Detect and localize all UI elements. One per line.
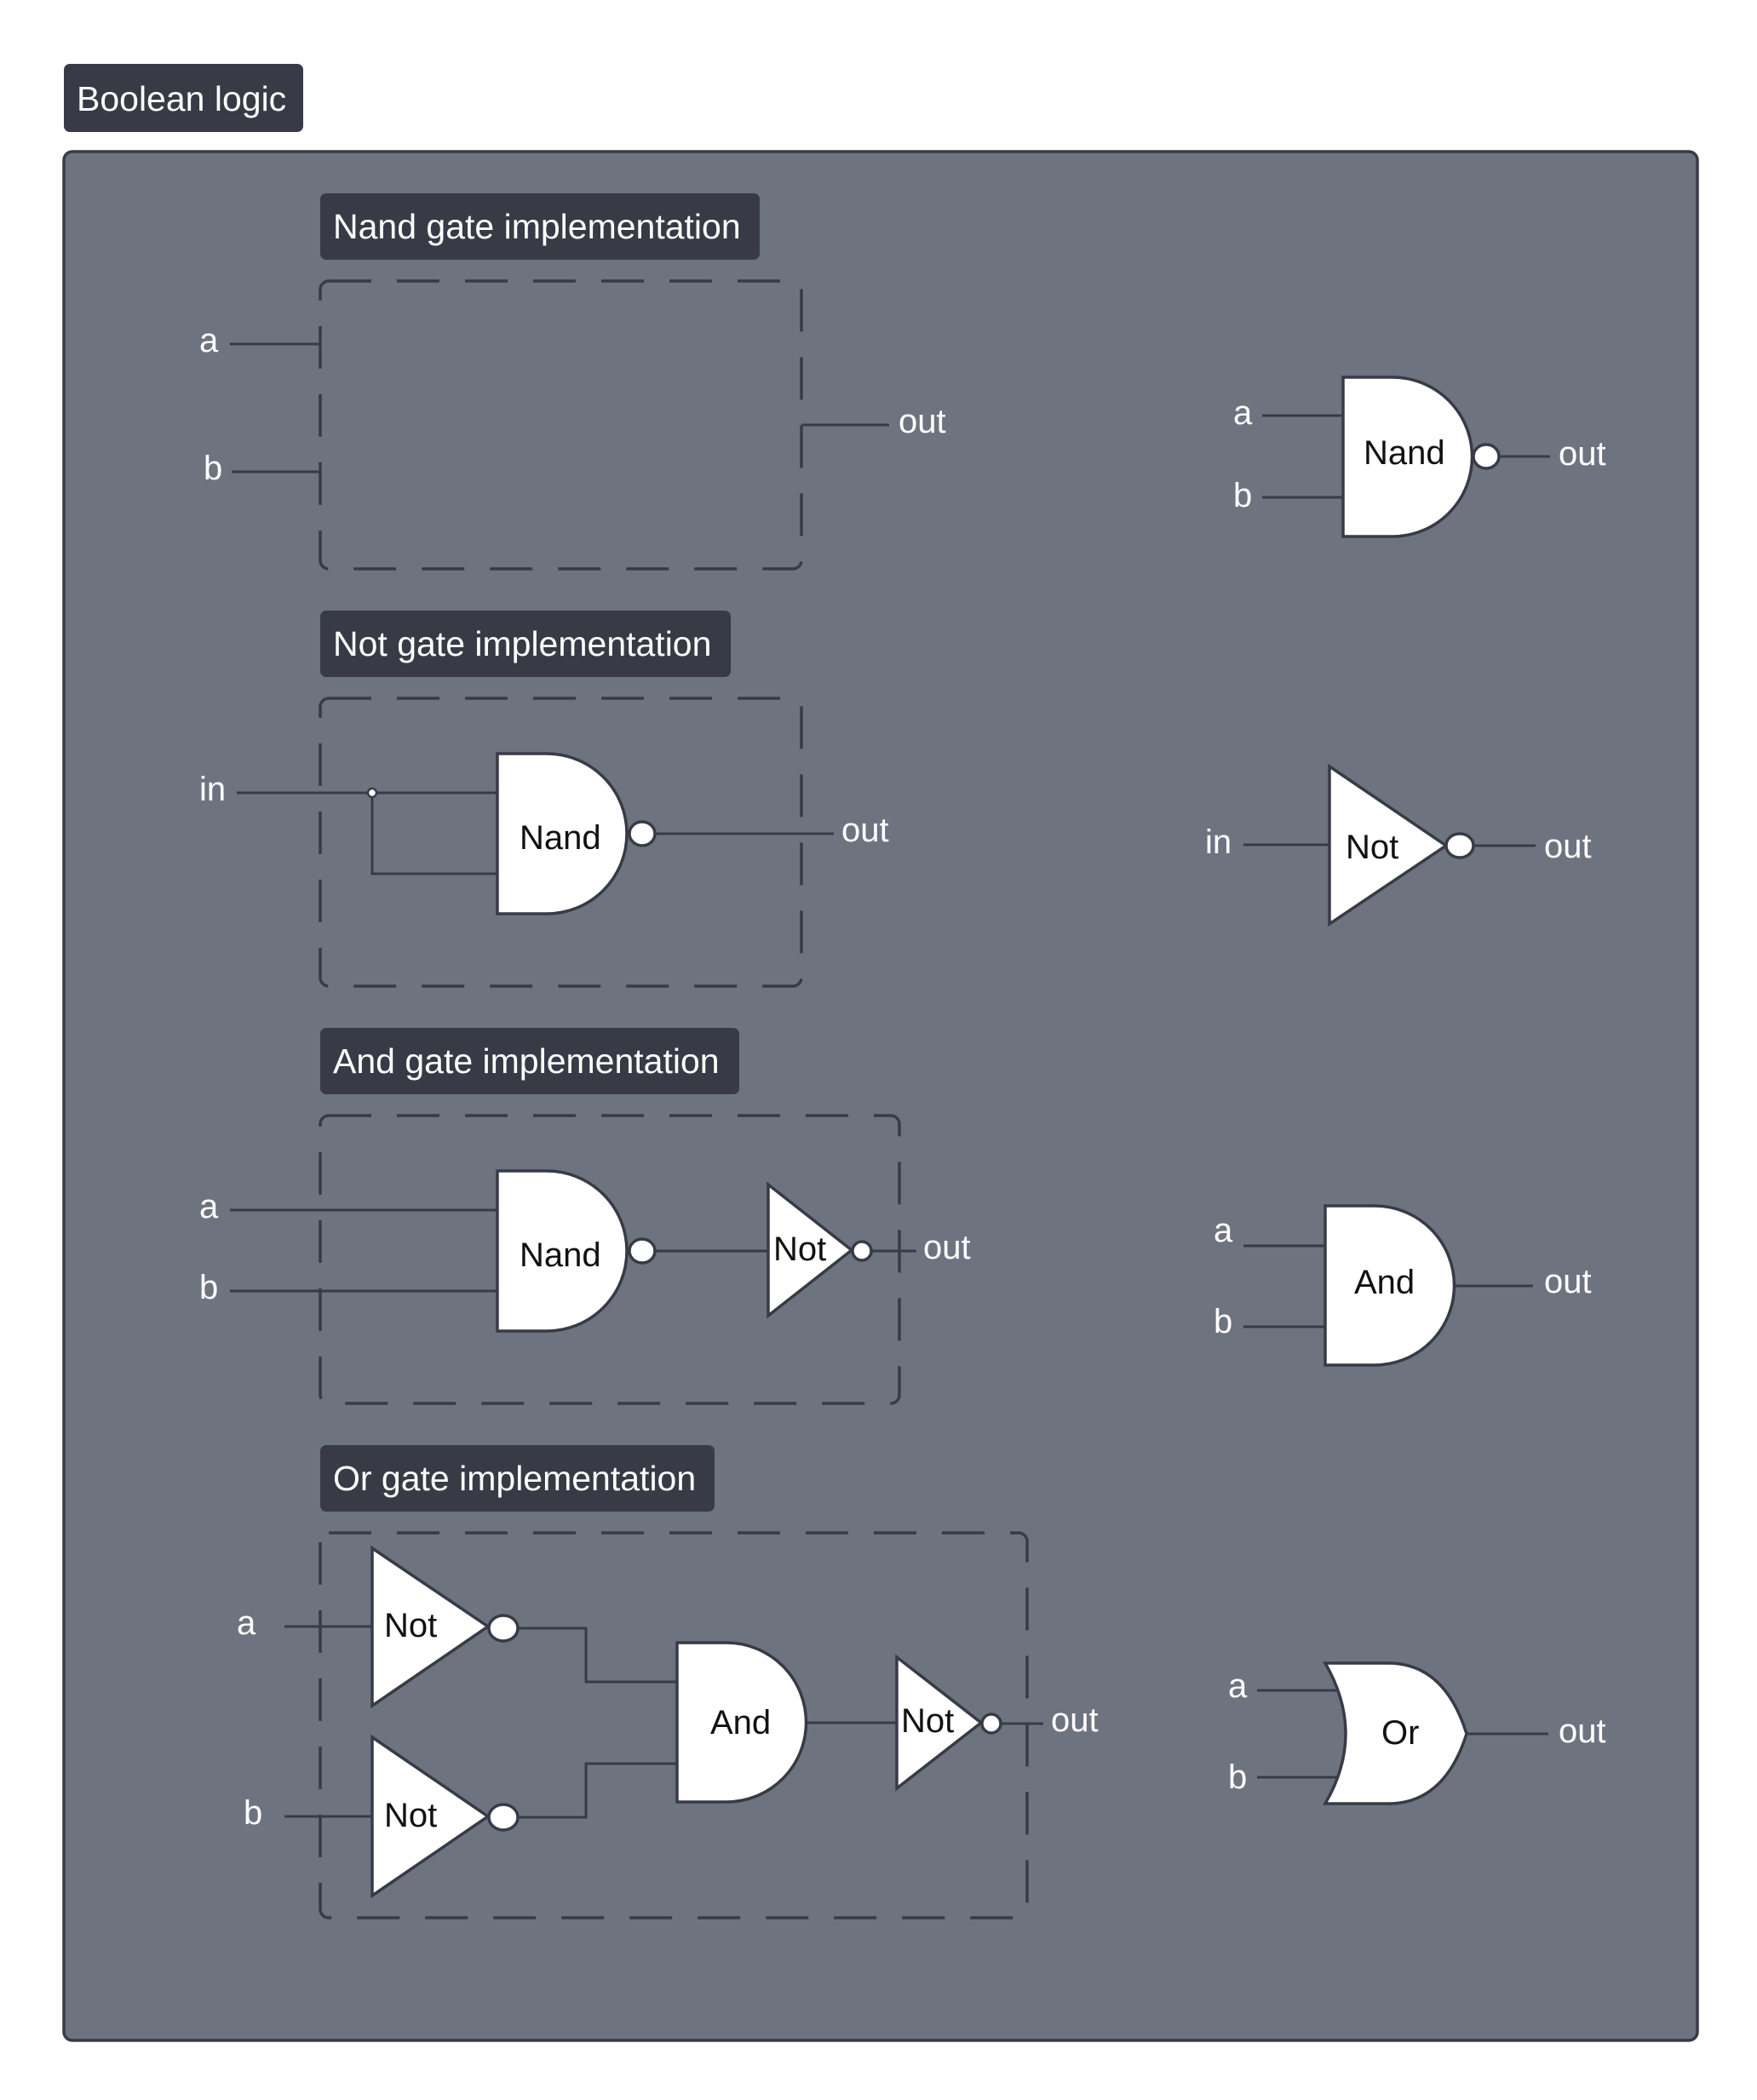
and-impl-pin-b: b	[199, 1269, 218, 1306]
or-impl-not-out-bubble	[980, 1713, 1002, 1735]
and-symbol-pin-out: out	[1544, 1263, 1592, 1300]
nand-impl-box	[319, 279, 803, 571]
not-impl-nand-label: Nand	[520, 819, 601, 857]
nand-symbol: Nand a b out	[1233, 376, 1606, 538]
and-impl-pin-a: a	[199, 1188, 219, 1225]
and-symbol-label: And	[1354, 1264, 1415, 1301]
not-symbol-bubble	[1444, 832, 1475, 859]
or-impl-not-a-bubble	[487, 1614, 520, 1643]
or-symbol-pin-b: b	[1228, 1759, 1247, 1796]
or-impl-and-label: And	[710, 1704, 771, 1741]
nand-symbol-pin-b: b	[1233, 477, 1252, 514]
or-symbol-pin-out: out	[1559, 1713, 1606, 1750]
and-impl-pin-out: out	[923, 1229, 971, 1266]
or-symbol-gate	[1322, 1661, 1468, 1805]
nand-section-title: Nand gate implementation	[333, 207, 741, 246]
or-impl-not-a-gate	[370, 1545, 491, 1709]
and-symbol-gate	[1323, 1204, 1456, 1367]
or-section-title: Or gate implementation	[333, 1459, 696, 1498]
not-symbol-label: Not	[1346, 829, 1398, 866]
or-impl-wire-not-a-to-and	[518, 1627, 677, 1684]
not-impl-box	[319, 697, 803, 988]
not-impl-pin-in: in	[199, 771, 226, 808]
or-symbol-pin-a: a	[1228, 1667, 1248, 1705]
not-symbol: Not in out	[1205, 763, 1592, 927]
or-impl-not-a-label: Not	[384, 1607, 437, 1644]
not-impl-junction	[366, 787, 378, 799]
or-impl-wire-not-b-to-and	[518, 1762, 677, 1819]
and-impl-box	[319, 1114, 901, 1405]
and-impl-nand-bubble	[628, 1237, 657, 1265]
or-symbol-label: Or	[1381, 1714, 1419, 1752]
nand-symbol-bubble	[1472, 443, 1501, 470]
not-symbol-pin-in: in	[1205, 823, 1232, 861]
not-section: Not gate implementation in Nand out Not …	[199, 611, 1592, 988]
or-impl-not-out-gate	[895, 1654, 984, 1792]
and-symbol: And a b out	[1214, 1204, 1592, 1367]
or-impl-pin-b: b	[244, 1794, 262, 1832]
or-impl-not-b-label: Not	[384, 1797, 437, 1834]
diagram-title-tag	[64, 64, 303, 132]
nand-symbol-gate	[1341, 376, 1474, 538]
or-section-title-tag	[320, 1445, 715, 1512]
and-section-title: And gate implementation	[333, 1041, 720, 1081]
nand-symbol-pin-a: a	[1233, 394, 1253, 432]
not-symbol-pin-out: out	[1544, 828, 1592, 865]
or-impl-pin-out: out	[1051, 1701, 1099, 1739]
nand-section-title-tag	[320, 193, 760, 260]
nand-symbol-pin-out: out	[1559, 435, 1606, 473]
not-symbol-gate	[1328, 763, 1450, 927]
diagram-title: Boolean logic	[77, 79, 286, 118]
and-section-title-tag	[320, 1028, 739, 1094]
nand-impl-pin-b: b	[204, 450, 222, 487]
not-impl-wire-branch	[370, 793, 497, 875]
not-section-title: Not gate implementation	[333, 624, 711, 663]
and-section: And gate implementation a b Nand Not out…	[199, 1028, 1592, 1405]
and-impl-nand-label: Nand	[520, 1236, 601, 1274]
and-impl-not-gate	[767, 1181, 854, 1319]
nand-symbol-label: Nand	[1364, 434, 1445, 472]
and-symbol-pin-a: a	[1214, 1212, 1233, 1249]
or-symbol: Or a b out	[1228, 1661, 1606, 1805]
not-impl-nand-gate	[496, 752, 629, 915]
or-impl-box	[319, 1531, 1029, 1919]
and-impl-not-bubble	[851, 1240, 873, 1262]
or-section: Or gate implementation a b Not Not And N…	[237, 1445, 1606, 1919]
not-section-title-tag	[320, 611, 731, 677]
not-impl-pin-out: out	[841, 812, 889, 849]
or-impl-not-out-label: Not	[901, 1702, 954, 1740]
or-impl-not-b-bubble	[487, 1803, 520, 1832]
nand-impl-pin-a: a	[199, 322, 219, 359]
or-impl-and-gate	[675, 1641, 808, 1804]
and-impl-nand-gate	[496, 1169, 629, 1333]
nand-section: Nand gate implementation a b out Nand a …	[199, 193, 1606, 571]
and-impl-not-label: Not	[773, 1231, 826, 1268]
or-impl-pin-a: a	[237, 1604, 256, 1642]
and-symbol-pin-b: b	[1214, 1303, 1232, 1340]
not-impl-nand-bubble	[628, 820, 657, 847]
nand-impl-pin-out: out	[899, 403, 946, 440]
or-impl-not-b-gate	[370, 1734, 491, 1899]
